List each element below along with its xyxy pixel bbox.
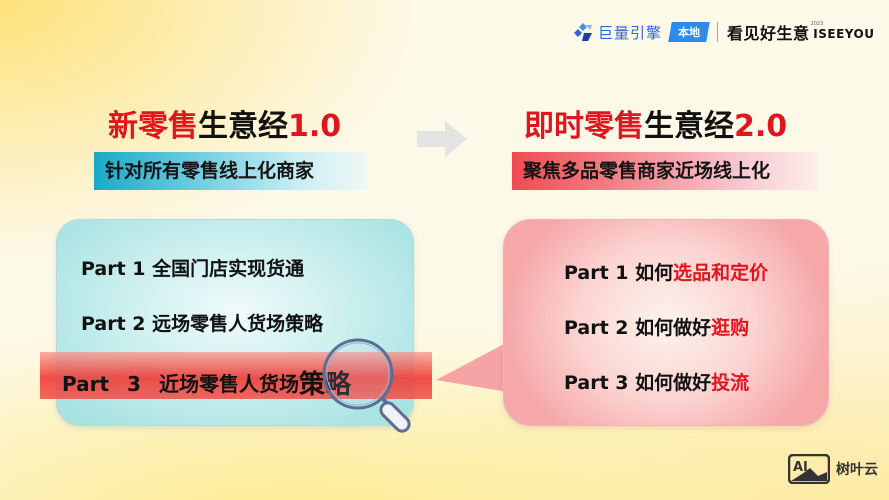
left-item-1: Part 1 全国门店实现货通 [81, 258, 305, 280]
right-item-1: Part 1 如何选品和定价 [564, 262, 769, 284]
left-item-2: Part 2 远场零售人货场策略 [81, 313, 324, 335]
brand-year: 2023 [810, 21, 824, 27]
watermark: AI 树叶云 [788, 454, 878, 484]
ai-image-icon: AI [788, 454, 830, 484]
highlight-bar [40, 352, 432, 399]
left-subtitle: 针对所有零售线上化商家 [94, 152, 367, 190]
right-panel: Part 1 如何选品和定价 Part 2 如何做好逛购 Part 3 如何做好… [503, 219, 829, 426]
left-title: 新零售生意经1.0 [108, 109, 342, 144]
svg-text:AI: AI [793, 460, 808, 475]
brand-tag: 本地 [668, 22, 710, 42]
magnifier-icon [322, 338, 411, 433]
left-item-3-highlight: Part3近场零售人货场策略 [62, 370, 351, 400]
arrow-right-icon [417, 121, 467, 157]
right-item-2: Part 2 如何做好逛购 [564, 317, 750, 339]
bubble-tail [436, 342, 508, 392]
right-subtitle: 聚焦多品零售商家近场线上化 [512, 152, 817, 190]
right-item-3: Part 3 如何做好投流 [564, 372, 750, 394]
brand-name: 巨量引擎 [598, 23, 663, 42]
brand-divider [717, 22, 719, 42]
watermark-label: 树叶云 [836, 462, 878, 478]
juliang-logo-icon [574, 23, 592, 41]
header-brand: 巨量引擎 本地 看见好生意 2023 ISEEYOU [572, 19, 874, 45]
right-title: 即时零售生意经2.0 [524, 109, 788, 144]
brand-slogan-en: ISEEYOU [813, 27, 875, 41]
brand-slogan: 看见好生意 [727, 24, 810, 43]
